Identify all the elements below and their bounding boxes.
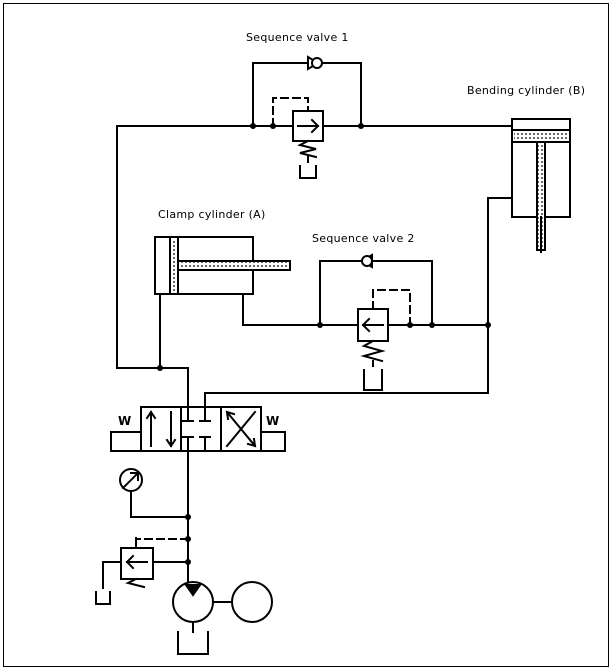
electric-motor-icon	[231, 581, 273, 623]
sequence-valve-2-label: Sequence valve 2	[312, 232, 415, 245]
bending-cylinder	[204, 118, 571, 408]
clamp-cylinder-label: Clamp cylinder (A)	[158, 208, 266, 221]
sequence-valve-2	[319, 253, 433, 391]
solenoid-left-spring-icon: W	[118, 414, 132, 428]
relief-valve	[95, 538, 189, 605]
bending-cylinder-label: Bending cylinder (B)	[467, 84, 585, 97]
sequence-valve-1	[252, 55, 362, 179]
solenoid-right-spring-icon: W	[266, 414, 280, 428]
pressure-gauge-icon	[119, 468, 143, 492]
check-valve-2-icon	[360, 253, 373, 269]
check-valve-1-icon	[307, 55, 323, 71]
clamp-cylinder	[154, 236, 489, 369]
hydraulic-pump-icon	[172, 581, 233, 655]
directional-control-valve	[110, 367, 286, 452]
sequence-valve-1-label: Sequence valve 1	[246, 31, 349, 44]
diagram-frame	[3, 3, 609, 667]
